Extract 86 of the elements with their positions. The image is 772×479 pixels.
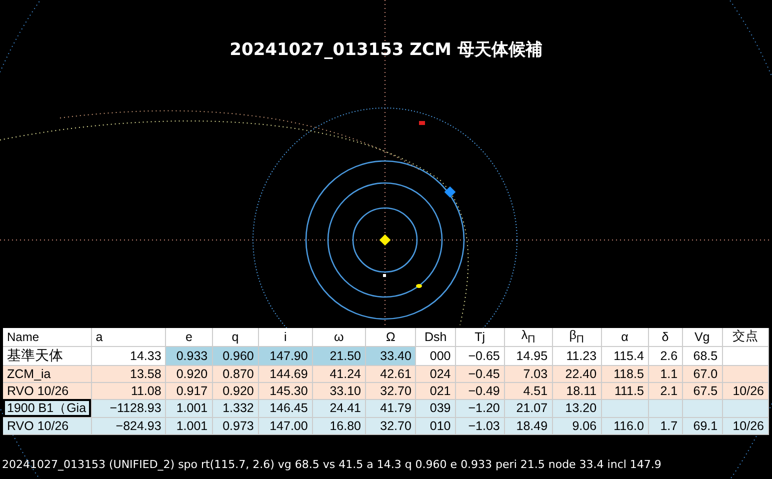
column-header: i [258,328,312,346]
table-cell: 67.0 [682,365,722,382]
column-header: Name [3,328,92,346]
table-cell: 021 [416,382,456,399]
table-cell: 1.7 [648,417,682,434]
column-header: Tj [455,328,504,346]
table-cell: 18.11 [552,382,602,399]
table-cell: 67.5 [682,382,722,399]
table-cell: 1.1 [648,365,682,382]
table-cell: 146.45 [258,399,312,417]
table-cell: 33.10 [312,382,366,399]
column-header: e [166,328,212,346]
table-cell: 13.20 [552,399,602,417]
table-cell: −0.49 [455,382,504,399]
column-header: 交点 [722,328,768,346]
column-header: Ω [366,328,416,346]
table-cell: 10/26 [722,417,768,434]
table-cell: 111.5 [601,382,648,399]
table-cell: −1.20 [455,399,504,417]
table-cell: 144.69 [258,365,312,382]
table-cell: 0.973 [212,417,258,434]
table-cell: 147.90 [258,346,312,365]
table-cell: 1.001 [166,417,212,434]
table-cell: 0.933 [166,346,212,365]
table-cell: 11.08 [91,382,166,399]
table-cell: −0.45 [455,365,504,382]
caption: 20241027_013153 (UNIFIED_2) spo rt(115.7, 2.6) vg 68.5 vs 41.5 a 14.3 q 0.960 e 0.933 peri 21.5 node 33.4 incl 147.9 [2,458,662,471]
table-cell: 14.33 [91,346,166,365]
table-cell: 41.24 [312,365,366,382]
table-cell: RVO 10/26 [3,382,92,399]
table-cell: 21.50 [312,346,366,365]
column-header: q [212,328,258,346]
table-cell: 18.49 [504,417,552,434]
table-cell: 9.06 [552,417,602,434]
table-cell: RVO 10/26 [3,417,92,434]
table-cell: 10/26 [722,382,768,399]
column-header: β$_{Π}$ [552,328,602,346]
column-header: α [601,328,648,346]
table-cell: 118.5 [601,365,648,382]
table-cell: 13.58 [91,365,166,382]
table-cell: −1128.93 [91,399,166,417]
table-cell: 1.001 [166,399,212,417]
column-header: δ [648,328,682,346]
table-cell: 42.61 [366,365,416,382]
table-cell: 基準天体 [3,346,92,365]
column-header: λ$_{Π}$ [504,328,552,346]
column-header: ω [312,328,366,346]
table-cell: 7.03 [504,365,552,382]
table-cell: 0.920 [212,382,258,399]
table-cell: 116.0 [601,417,648,434]
table-cell: 0.920 [166,365,212,382]
table-cell: 000 [416,346,456,365]
table-cell: 145.30 [258,382,312,399]
table-cell: 2.1 [648,382,682,399]
table-cell: 039 [416,399,456,417]
table-cell: −0.65 [455,346,504,365]
table-cell: 0.960 [212,346,258,365]
table-cell: 010 [416,417,456,434]
table-cell: 33.40 [366,346,416,365]
table-cell: 24.41 [312,399,366,417]
table-cell: 32.70 [366,417,416,434]
table-cell: 21.07 [504,399,552,417]
table-cell: 32.70 [366,382,416,399]
column-header: Vg [682,328,722,346]
table-cell: −1.03 [455,417,504,434]
table-cell: 68.5 [682,346,722,365]
table-cell: −824.93 [91,417,166,434]
table-cell: 0.917 [166,382,212,399]
table-cell: 41.79 [366,399,416,417]
table-cell: 0.870 [212,365,258,382]
chart-title: 20241027_013153 ZCM 母天体候補 [228,39,544,61]
table-cell: 16.80 [312,417,366,434]
table-cell: 1900 B1（Gia [3,399,92,417]
table-cell: 115.4 [601,346,648,365]
table-cell: 14.95 [504,346,552,365]
column-header: a [91,328,166,346]
column-header: Dsh [416,328,456,346]
table-cell: 147.00 [258,417,312,434]
table-cell: 11.23 [552,346,602,365]
table-cell: 024 [416,365,456,382]
table-cell: 69.1 [682,417,722,434]
table-cell: 22.40 [552,365,602,382]
table-cell: 2.6 [648,346,682,365]
table-cell: ZCM_ia [3,365,92,382]
table-cell: 4.51 [504,382,552,399]
table-cell: 1.332 [212,399,258,417]
